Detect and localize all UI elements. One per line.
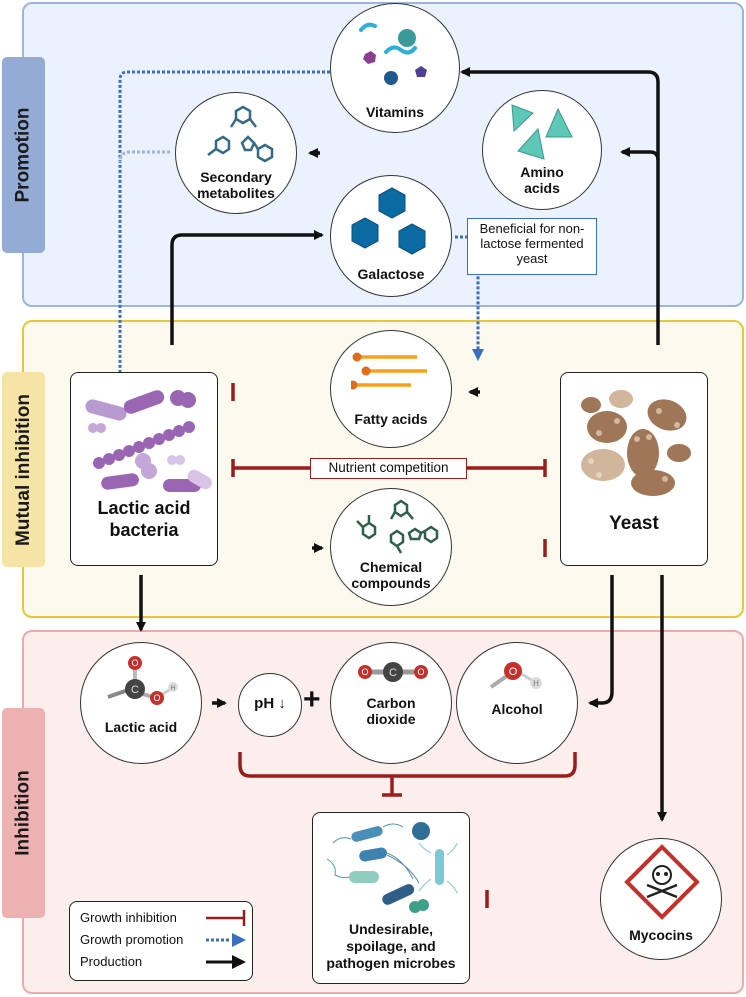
production-yeast-to-vitamins <box>460 67 660 345</box>
microbes-icon <box>326 822 458 913</box>
alcohol-label: Alcohol <box>491 701 543 717</box>
lactic-acid-node: O C O H Lactic acid <box>80 642 202 764</box>
galactose-label: Galactose <box>357 266 425 282</box>
down-arrow-icon: ↓ <box>278 695 286 712</box>
fatty-acids-label: Fatty acids <box>354 411 428 427</box>
legend-production-arrow-icon <box>232 955 246 969</box>
legend-symbols <box>206 910 246 969</box>
legend-growth-inhibition-label: Growth inhibition <box>80 910 177 925</box>
svg-text:C: C <box>389 667 397 679</box>
vitamins-icon <box>359 22 427 85</box>
yeast-box: Yeast <box>560 372 708 566</box>
galactose-node: Galactose <box>330 175 452 297</box>
inhibition-bracket <box>238 752 577 778</box>
ph-node: pH ↓ <box>238 673 302 737</box>
svg-text:O: O <box>131 658 138 668</box>
inhibition-section-label: Inhibition <box>2 708 45 918</box>
galactose-icon <box>351 187 426 255</box>
svg-text:H: H <box>533 679 539 688</box>
amino-acids-icon <box>511 104 573 160</box>
svg-text:O: O <box>361 667 368 677</box>
yeast-icon <box>581 390 691 496</box>
production-lab-to-galactose <box>170 230 324 345</box>
fatty-acids-node: Fatty acids <box>330 330 452 448</box>
production-yeast-to-amino <box>620 147 660 161</box>
svg-text:O: O <box>153 693 160 703</box>
alcohol-node: O H Alcohol <box>456 642 578 764</box>
ph-label: pH ↓ <box>254 695 286 712</box>
mycocins-label: Mycocins <box>629 927 693 943</box>
plus-sign: + <box>303 683 321 716</box>
promotion-section-label: Promotion <box>2 57 45 253</box>
legend: Growth inhibition Growth promotion Produ… <box>69 901 253 981</box>
legend-growth-promotion-label: Growth promotion <box>80 932 184 947</box>
lactic-acid-bacteria-icon <box>85 390 212 492</box>
fatty-acids-icon <box>351 352 427 390</box>
toxic-hazard-icon <box>624 844 700 920</box>
legend-promotion-arrow-icon <box>232 933 246 947</box>
carbon-dioxide-molecule-icon: O C O <box>358 662 428 682</box>
mutual-inhibition-section-label: Mutual inhibition <box>2 372 45 567</box>
production-yeast-to-alcohol <box>588 575 614 708</box>
vitamins-node: Vitamins <box>330 3 460 133</box>
nutrient-competition-label: Nutrient competition <box>310 458 467 479</box>
svg-text:O: O <box>509 666 518 678</box>
svg-text:C: C <box>131 684 139 696</box>
legend-production-label: Production <box>80 954 143 969</box>
yeast-label: Yeast <box>609 513 659 534</box>
svg-text:H: H <box>170 685 175 692</box>
lactic-acid-label: Lactic acid <box>104 719 178 735</box>
lactic-acid-molecule-icon: O C O H <box>107 656 178 705</box>
vitamins-label: Vitamins <box>365 104 425 120</box>
chemical-compounds-icon <box>356 499 439 554</box>
secondary-metabolites-icon <box>207 105 274 163</box>
mycocins-node: Mycocins <box>600 838 722 960</box>
svg-text:O: O <box>417 667 424 677</box>
alcohol-molecule-icon: O H <box>489 662 542 689</box>
promotion-path-metabolites-to-lab <box>118 150 170 163</box>
